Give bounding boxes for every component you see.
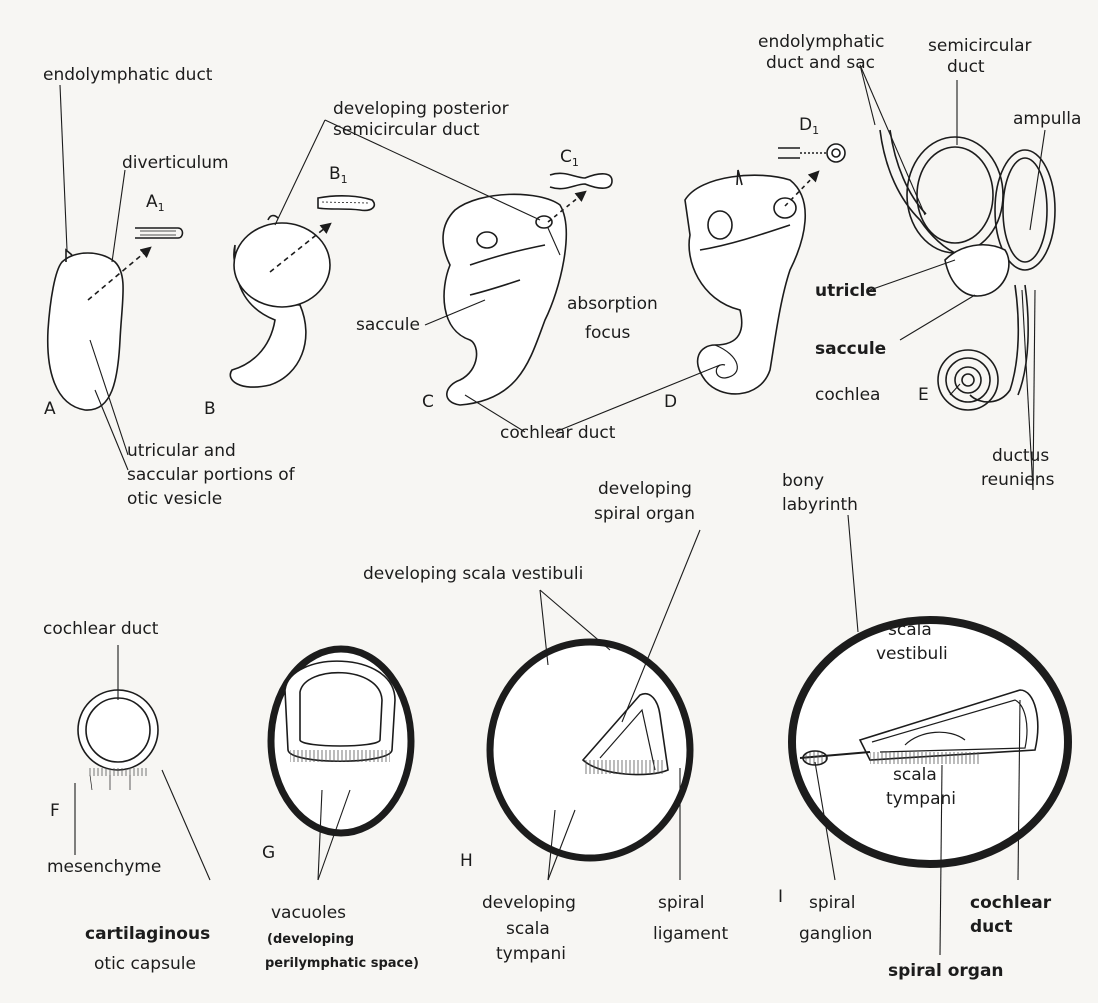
label-spiral-ligament-2: ligament: [653, 925, 728, 945]
label-vacuoles-3: perilymphatic space): [265, 957, 419, 972]
label-utricle: utricle: [815, 282, 877, 302]
label-ductus-1: ductus: [992, 447, 1049, 467]
label-developing-posterior-2: semicircular duct: [333, 121, 480, 141]
label-vacuoles-2: (developing: [267, 933, 354, 948]
panel-letter-b1: B1: [329, 165, 348, 185]
label-endolymphatic-sac-2: duct and sac: [766, 54, 875, 74]
label-bony-1: bony: [782, 472, 824, 492]
label-dev-tympani-2: scala: [506, 920, 550, 940]
label-utricular-2: saccular portions of: [127, 466, 295, 486]
label-scala-tympani-2: tympani: [886, 790, 956, 810]
label-saccule-e: saccule: [815, 340, 886, 360]
label-cochlear-duct-i-2: duct: [970, 918, 1012, 938]
otic-vesicle-a: [48, 250, 123, 410]
panel-letter-d: D: [664, 393, 677, 413]
cochlear-duct-f: [78, 690, 158, 790]
label-developing-posterior-1: developing posterior: [333, 100, 509, 120]
label-cartilaginous-1: cartilaginous: [85, 925, 210, 945]
label-utricular-1: utricular and: [127, 442, 236, 462]
panel-letter-a1: A1: [146, 193, 165, 213]
capsule-g: [271, 649, 411, 833]
label-endolymphatic-duct: endolymphatic duct: [43, 66, 212, 86]
otic-vesicle-b: [230, 216, 330, 388]
label-endolymphatic-sac-1: endolymphatic: [758, 33, 885, 53]
label-bony-2: labyrinth: [782, 496, 858, 516]
panel-letter-g: G: [262, 844, 275, 864]
diverticulum-a1: [135, 228, 183, 238]
panel-letter-c: C: [422, 393, 434, 413]
diverticulum-d1: [778, 144, 845, 162]
label-spiral-ligament-1: spiral: [658, 894, 705, 914]
panel-letter-c1: C1: [560, 148, 579, 168]
label-utricular-3: otic vesicle: [127, 490, 222, 510]
label-absorption-2: focus: [585, 324, 630, 344]
otic-vesicle-c: [443, 194, 566, 405]
label-spiral-organ: spiral organ: [888, 962, 1004, 982]
panel-letter-b: B: [204, 400, 216, 420]
label-dev-tympani-3: tympani: [496, 945, 566, 965]
label-spiral-ganglion-2: ganglion: [799, 925, 872, 945]
label-cochlear-duct-f: cochlear duct: [43, 620, 158, 640]
panel-letter-a: A: [44, 400, 56, 420]
label-ductus-2: reuniens: [981, 471, 1054, 491]
label-developing-spiral-1: developing: [598, 480, 692, 500]
diverticulum-c1: [550, 173, 612, 188]
panel-letter-d1: D1: [799, 116, 819, 136]
label-ampulla: ampulla: [1013, 110, 1081, 130]
panel-letter-f: F: [50, 802, 60, 822]
panel-letter-e: E: [918, 386, 929, 406]
label-cochlear-duct-i-1: cochlear: [970, 894, 1051, 914]
label-dev-tympani-1: developing: [482, 894, 576, 914]
label-vacuoles-1: vacuoles: [271, 904, 346, 924]
label-absorption-1: absorption: [567, 295, 658, 315]
cochlea-h: [490, 642, 690, 858]
label-mesenchyme: mesenchyme: [47, 858, 161, 878]
label-saccule-c: saccule: [356, 316, 420, 336]
label-developing-spiral-2: spiral organ: [594, 505, 695, 525]
label-cartilaginous-2: otic capsule: [94, 955, 196, 975]
panel-letter-h: H: [460, 852, 473, 872]
label-scala-vestibuli-2: vestibuli: [876, 645, 948, 665]
panel-letter-i: I: [778, 888, 783, 908]
label-cochlear-duct-cd: cochlear duct: [500, 424, 615, 444]
label-semicircular-duct-2: duct: [947, 58, 985, 78]
label-diverticulum: diverticulum: [122, 154, 229, 174]
label-scala-tympani-1: scala: [893, 766, 937, 786]
diverticulum-b1: [318, 196, 374, 211]
label-cochlea: cochlea: [815, 386, 880, 406]
label-spiral-ganglion-1: spiral: [809, 894, 856, 914]
label-developing-scala-vestibuli: developing scala vestibuli: [363, 565, 583, 585]
label-scala-vestibuli-1: scala: [888, 621, 932, 641]
label-semicircular-duct-1: semicircular: [928, 37, 1032, 57]
